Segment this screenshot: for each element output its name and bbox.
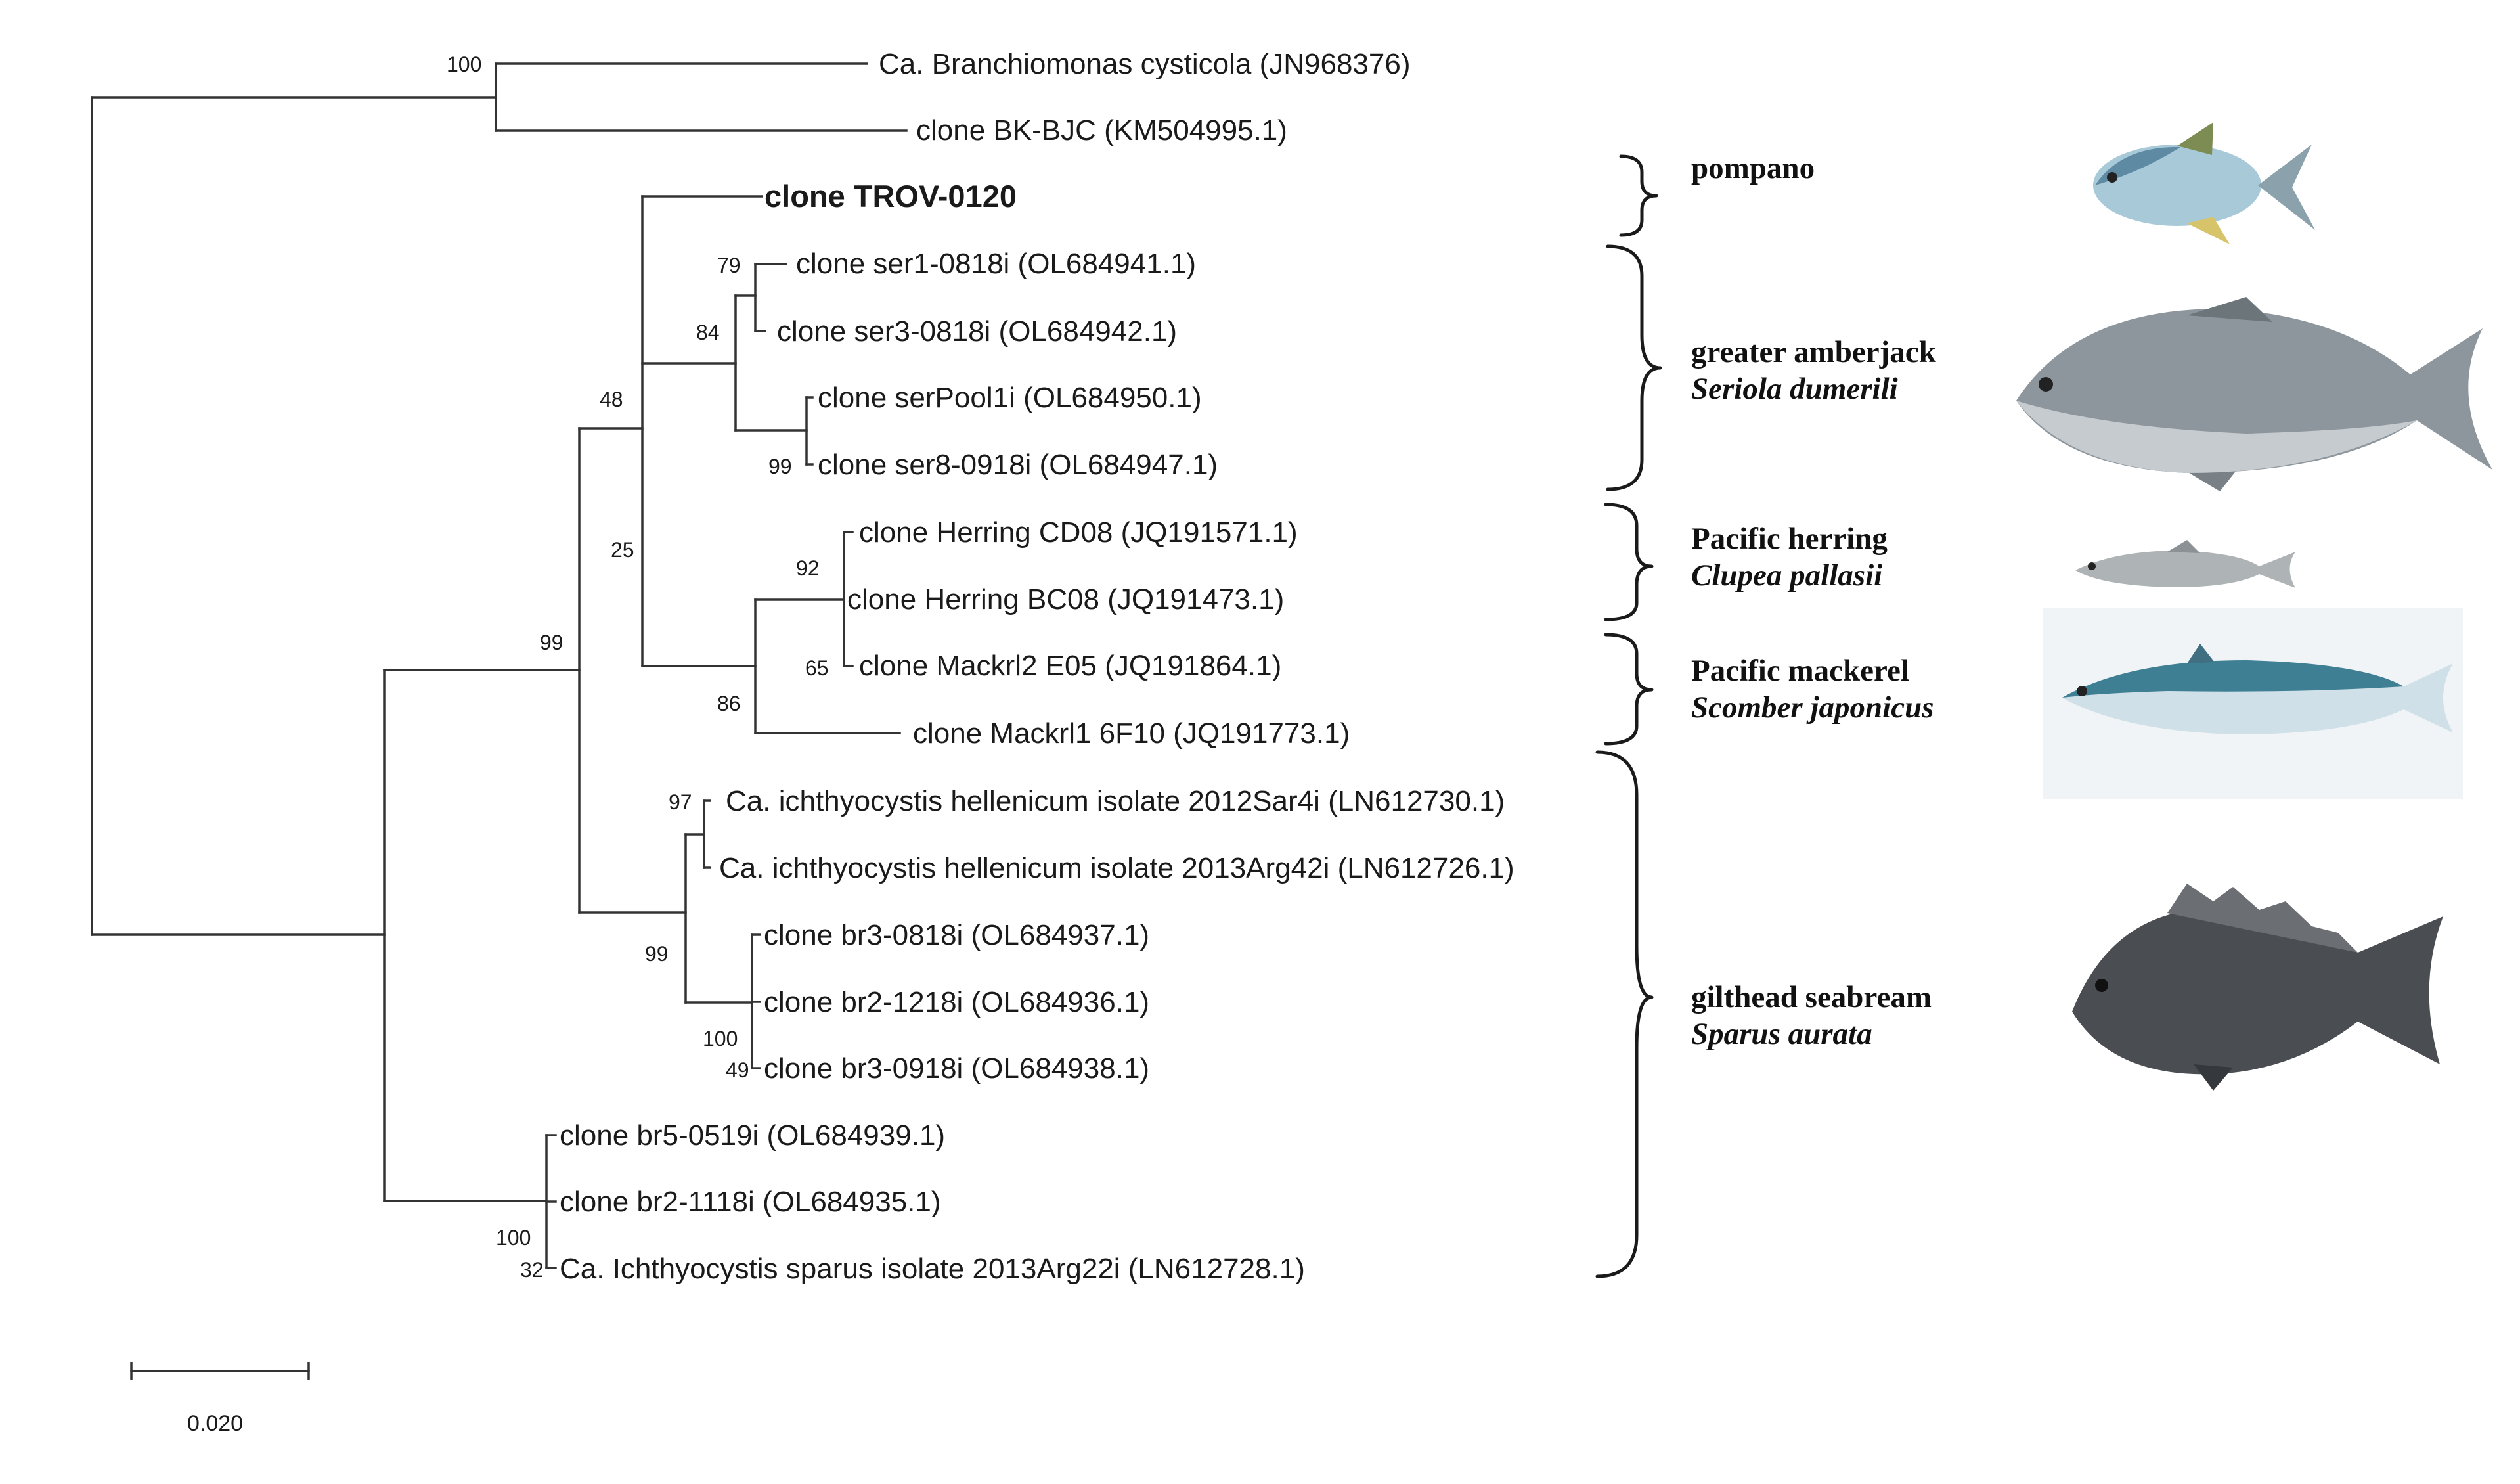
host-label-seabream: gilthead seabream Sparus aurata	[1691, 979, 1932, 1052]
taxon-label: clone br3-0918i (OL684938.1)	[764, 1052, 1149, 1085]
bootstrap-value: 86	[717, 692, 741, 715]
taxon-label-highlighted: clone TROV-0120	[764, 179, 1017, 214]
bootstrap-value: 99	[768, 455, 792, 478]
seabream-illustration	[2072, 884, 2443, 1091]
bootstrap-value: 97	[669, 790, 692, 814]
taxon-label: clone Mackrl2 E05 (JQ191864.1)	[859, 650, 1281, 682]
taxon-label: clone ser3-0818i (OL684942.1)	[777, 315, 1177, 348]
taxon-label: Ca. Ichthyocystis sparus isolate 2013Arg…	[560, 1253, 1305, 1285]
host-common-name: Pacific mackerel	[1691, 654, 1909, 688]
taxon-label: clone br3-0818i (OL684937.1)	[764, 919, 1149, 951]
bootstrap-value: 100	[703, 1027, 738, 1050]
bootstrap-value: 84	[696, 321, 720, 344]
host-latin-name: Seriola dumerili	[1691, 372, 1898, 406]
bootstrap-value: 49	[726, 1058, 749, 1082]
taxon-label: clone BK-BJC (KM504995.1)	[916, 114, 1287, 146]
scale-bar: 0.020	[130, 1362, 310, 1436]
host-common-name: Pacific herring	[1691, 522, 1888, 556]
bootstrap-value: 48	[600, 388, 623, 411]
brace-herring	[1604, 503, 1654, 621]
taxon-label: clone Herring CD08 (JQ191571.1)	[859, 516, 1298, 549]
host-common-name: greater amberjack	[1691, 335, 1936, 369]
taxon-label: clone Herring BC08 (JQ191473.1)	[847, 583, 1284, 616]
host-common-name: pompano	[1691, 151, 1815, 185]
bootstrap-value: 32	[520, 1258, 544, 1282]
host-latin-name: Scomber japonicus	[1691, 690, 1934, 725]
taxon-label: Ca. Branchiomonas cysticola (JN968376)	[879, 48, 1411, 80]
bootstrap-value: 65	[805, 656, 829, 680]
brace-seabream	[1595, 750, 1654, 1278]
host-latin-name: Sparus aurata	[1691, 1017, 1872, 1051]
amberjack-illustration	[2016, 297, 2492, 491]
bootstrap-value: 79	[717, 254, 741, 277]
host-label-herring: Pacific herring Clupea pallasii	[1691, 520, 1888, 594]
host-label-pompano: pompano	[1691, 150, 1815, 187]
brace-pompano	[1619, 154, 1658, 237]
scale-bar-label: 0.020	[187, 1411, 243, 1436]
host-label-mackerel: Pacific mackerel Scomber japonicus	[1691, 652, 1934, 726]
brace-mackerel	[1604, 633, 1654, 746]
host-common-name: gilthead seabream	[1691, 980, 1932, 1014]
bootstrap-value: 99	[645, 942, 669, 966]
taxon-label: Ca. ichthyocystis hellenicum isolate 201…	[726, 785, 1505, 817]
host-label-amberjack: greater amberjack Seriola dumerili	[1691, 334, 1936, 407]
taxon-label: Ca. ichthyocystis hellenicum isolate 201…	[719, 852, 1514, 884]
bootstrap-value: 100	[447, 53, 481, 76]
bootstrap-value: 100	[496, 1226, 531, 1249]
pompano-illustration	[2093, 122, 2315, 244]
taxon-label: clone serPool1i (OL684950.1)	[818, 382, 1202, 414]
bootstrap-value: 99	[540, 631, 564, 654]
taxon-label: clone ser1-0818i (OL684941.1)	[796, 248, 1196, 280]
host-latin-name: Clupea pallasii	[1691, 558, 1883, 593]
herring-illustration	[2075, 540, 2295, 588]
mackerel-illustration	[2043, 608, 2463, 799]
taxon-label: clone br2-1218i (OL684936.1)	[764, 986, 1149, 1018]
tree-branches	[91, 62, 908, 1269]
bootstrap-value: 25	[611, 538, 634, 562]
taxon-label: clone br2-1118i (OL684935.1)	[560, 1186, 941, 1218]
bootstrap-value: 92	[796, 556, 820, 580]
host-braces	[1595, 154, 1662, 1278]
taxon-label: clone ser8-0918i (OL684947.1)	[818, 449, 1218, 481]
taxon-label: clone br5-0519i (OL684939.1)	[560, 1119, 945, 1152]
taxon-label: clone Mackrl1 6F10 (JQ191773.1)	[913, 717, 1350, 750]
taxon-labels: Ca. Branchiomonas cysticola (JN968376) c…	[560, 48, 1514, 1285]
support-values: 100 79 84 99 48 25 92 65 86 99 97 99 100…	[447, 53, 829, 1282]
brace-amberjack	[1606, 244, 1662, 491]
